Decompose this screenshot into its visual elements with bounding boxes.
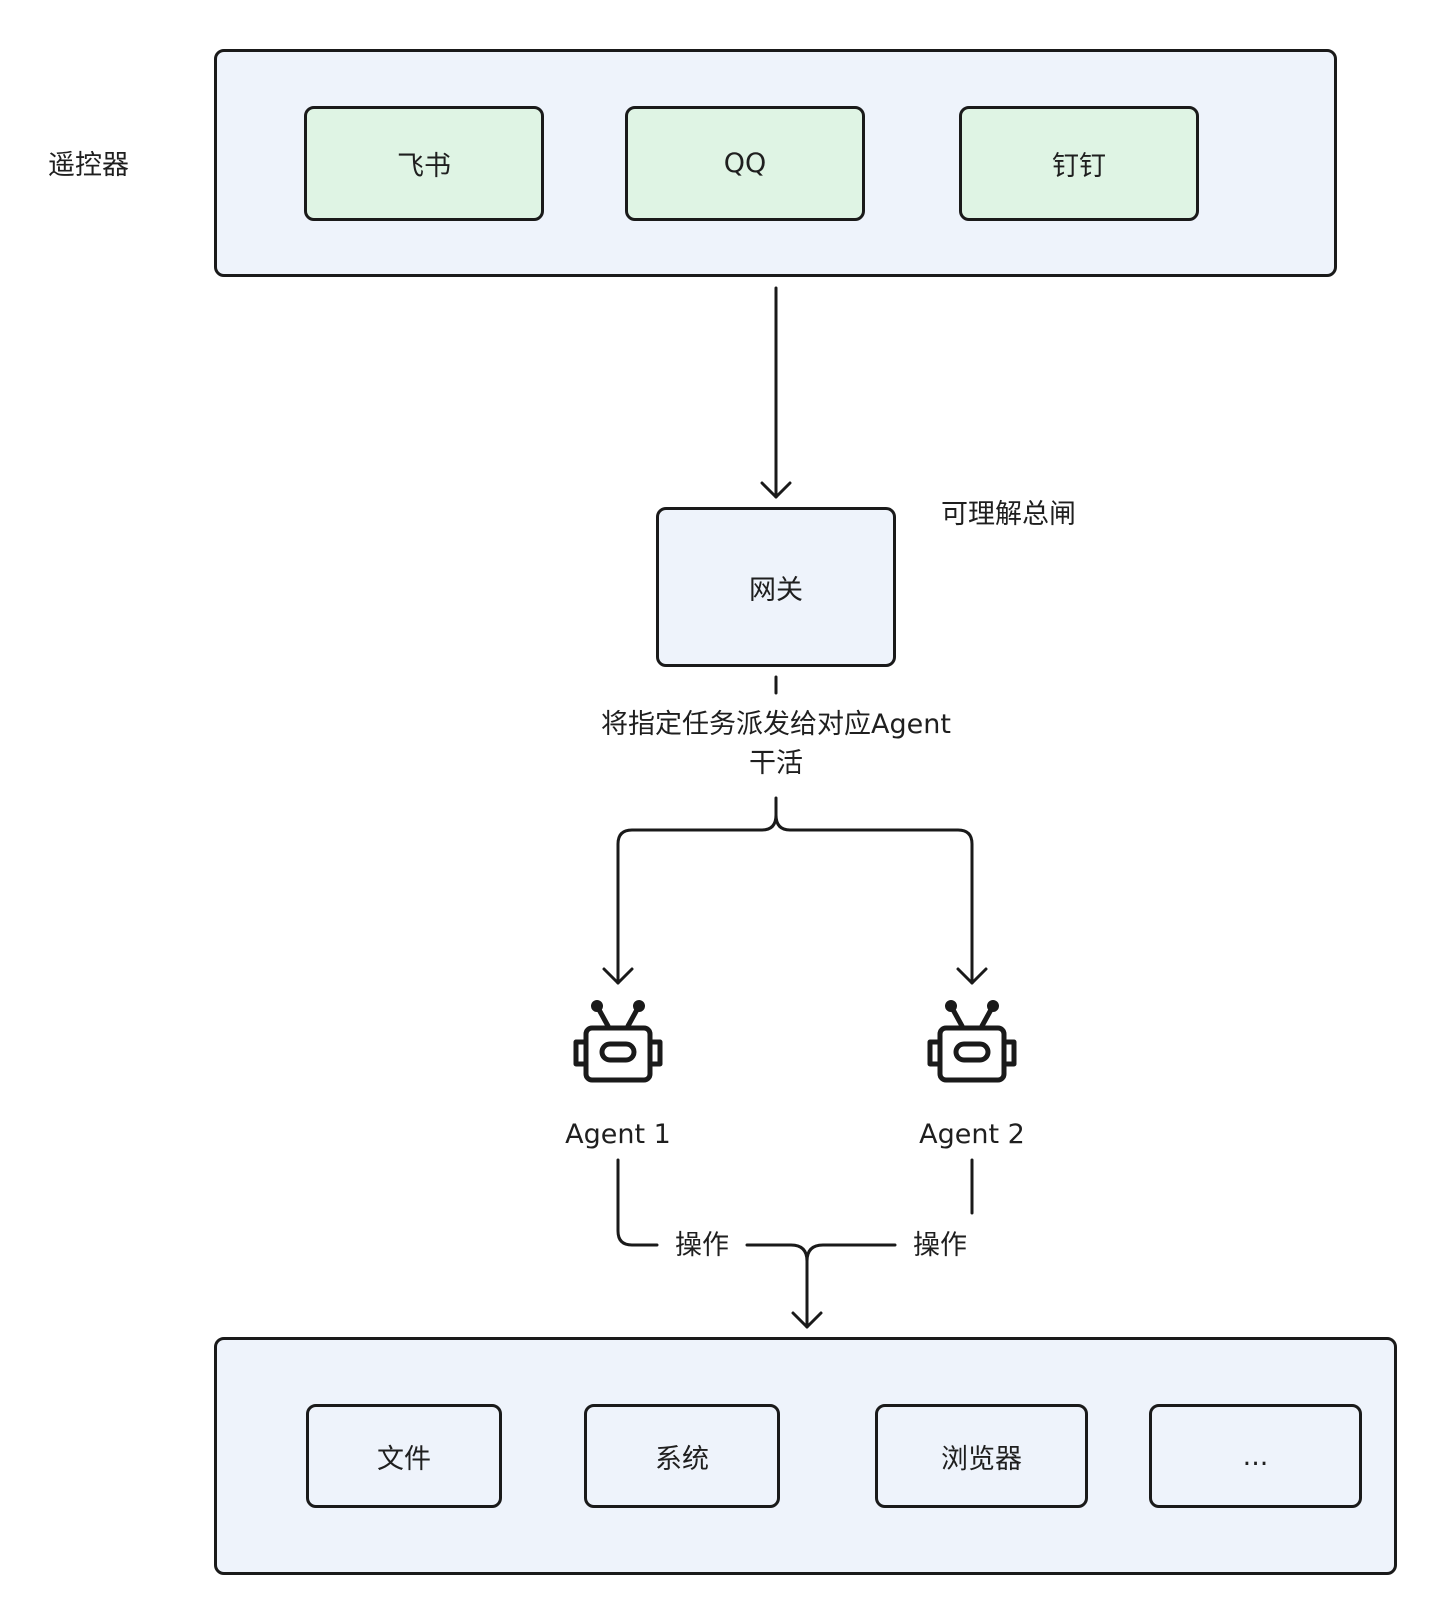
agent-2-label: Agent 2 — [919, 1119, 1025, 1150]
arrowhead-agent-2 — [956, 967, 988, 985]
dispatch-label-line-2: 干活 — [749, 748, 803, 780]
target-browser: 浏览器 — [875, 1404, 1088, 1508]
agent-1-label: Agent 1 — [565, 1119, 671, 1150]
channel-feishu: 飞书 — [304, 106, 544, 221]
target-system: 系统 — [584, 1404, 780, 1508]
target-more: ... — [1149, 1404, 1362, 1508]
line-operate-1-to-merge — [745, 1243, 809, 1263]
channel-dingtalk: 钉钉 — [959, 106, 1199, 221]
operate-label-1: 操作 — [675, 1230, 729, 1261]
brace-right — [774, 813, 974, 985]
line-operate-2-to-merge — [805, 1243, 897, 1263]
line-agent-1-down — [616, 1158, 659, 1247]
target-file: 文件 — [306, 1404, 502, 1508]
operate-label-2: 操作 — [913, 1230, 967, 1261]
arrowhead-gateway — [760, 481, 792, 499]
brace-left — [616, 813, 778, 985]
dispatch-label-line-1: 将指定任务派发给对应Agent — [601, 709, 951, 740]
remote-group-label: 遥控器 — [48, 150, 129, 181]
dispatch-label: 将指定任务派发给对应Agent 干活 — [576, 705, 976, 783]
robot-icon — [927, 1000, 1017, 1083]
gateway-note: 可理解总闸 — [941, 499, 1076, 530]
arrowhead-targets — [791, 1311, 823, 1329]
gateway-node: 网关 — [656, 507, 896, 667]
arrowhead-agent-1 — [602, 967, 634, 985]
channel-qq: QQ — [625, 106, 865, 221]
robot-icon — [573, 1000, 663, 1083]
